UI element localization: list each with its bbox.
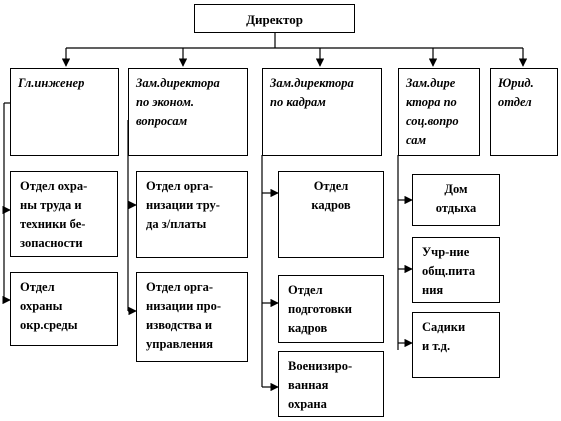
node-rest-home: Дом отдыха xyxy=(412,174,500,226)
node-personnel-dept: Отдел кадров xyxy=(278,171,384,258)
node-deputy-personnel: Зам.директора по кадрам xyxy=(262,68,382,156)
node-environment-dept: Отдел охраны окр.среды xyxy=(10,272,118,346)
node-training-dept: Отдел подготовки кадров xyxy=(278,275,384,343)
node-chief-engineer: Гл.инженер xyxy=(10,68,119,156)
node-catering: Учр-ние общ.пита ния xyxy=(412,237,500,303)
node-labor-org-dept: Отдел орга- низации тру- да з/платы xyxy=(136,171,248,258)
node-legal-dept: Юрид. отдел xyxy=(490,68,558,156)
node-deputy-social: Зам.дире ктора по соц.вопро сам xyxy=(398,68,480,156)
node-kindergartens: Садики и т.д. xyxy=(412,312,500,378)
node-security-dept: Военизиро- ванная охрана xyxy=(278,351,384,417)
node-labor-safety-dept: Отдел охра- ны труда и техники бе- зопас… xyxy=(10,171,118,257)
node-deputy-economics: Зам.директора по эконом. вопросам xyxy=(128,68,248,156)
node-production-org-dept: Отдел орга- низации про- изводства и упр… xyxy=(136,272,248,362)
node-director: Директор xyxy=(194,4,355,33)
